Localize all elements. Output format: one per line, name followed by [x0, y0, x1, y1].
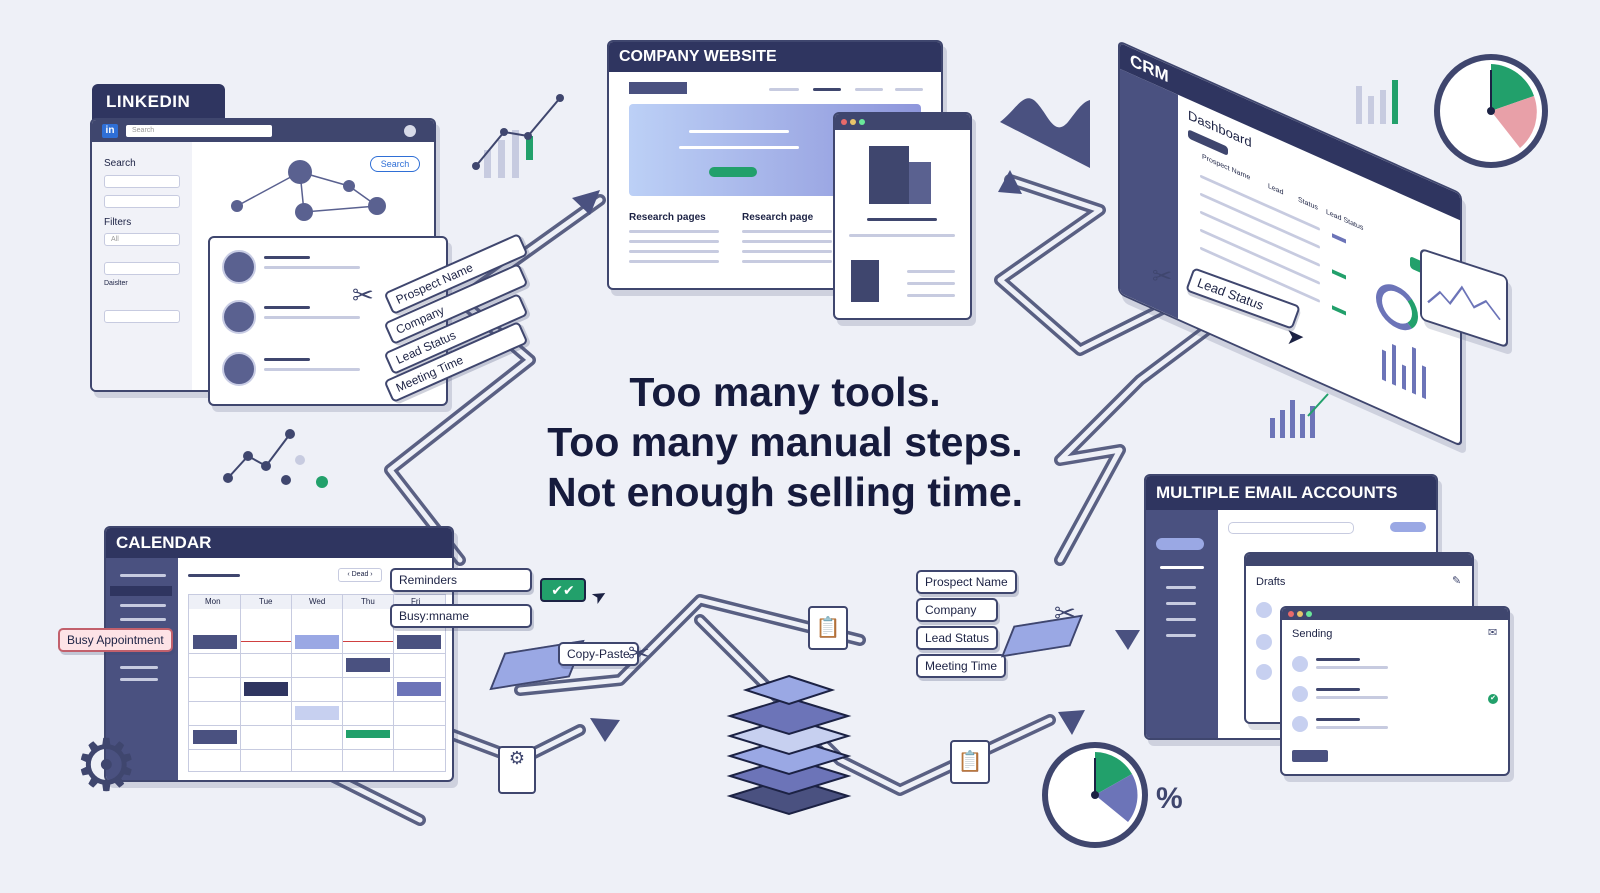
mail-icon: ✉: [1488, 627, 1498, 639]
company-website-window: COMPANY WEBSITE Research pages Research …: [607, 40, 943, 290]
sending-label: Sending: [1292, 628, 1333, 640]
email-search-input[interactable]: [1228, 522, 1354, 534]
scissors-icon: ✂: [628, 638, 650, 668]
day-header: Thu: [361, 597, 375, 606]
scissors-icon: ✂: [352, 280, 374, 310]
filters-label: Filters: [104, 217, 132, 228]
research-page-label: Research page: [742, 212, 814, 223]
building-icon: [851, 260, 879, 302]
field-tag-lead-status: Lead Status: [916, 626, 998, 650]
chart-icon: [472, 94, 564, 178]
day-header: Wed: [309, 597, 326, 606]
website-title: COMPANY WEBSITE: [609, 42, 941, 72]
sending-window: Sending ✉ ✔: [1280, 606, 1510, 776]
building-card: [833, 112, 972, 320]
checkmark-icon: ✔: [1488, 694, 1498, 704]
chart-icon: [1000, 98, 1090, 168]
col-lead-status: Lead Status: [1326, 208, 1364, 233]
clock-icon: [1434, 54, 1548, 168]
search-dropdown[interactable]: [104, 195, 180, 208]
edit-icon[interactable]: ✎: [1452, 575, 1462, 587]
filter-dropdown[interactable]: [104, 262, 180, 275]
linkedin-logo-icon: in: [102, 124, 118, 138]
clipboard-icon: 📋: [950, 740, 990, 784]
network-graph: [231, 160, 386, 221]
calendar-event[interactable]: [193, 635, 237, 649]
checkmark-icon: ✔✔: [540, 578, 586, 602]
search-label: Search: [104, 158, 136, 169]
percent-label: %: [1156, 782, 1183, 815]
research-pages-label: Research pages: [629, 212, 706, 223]
calendar-event[interactable]: [346, 658, 390, 672]
day-header: Fri: [411, 597, 421, 606]
chart-icon: [1356, 80, 1398, 124]
scissors-icon: ✂: [1054, 598, 1076, 628]
field-tag-company: Company: [916, 598, 998, 622]
compose-button[interactable]: [1156, 538, 1204, 550]
reminders-tag: Reminders: [390, 568, 532, 592]
avatar: [1256, 634, 1272, 650]
avatar: [1256, 664, 1272, 680]
calendar-window: CALENDAR ‹ Dead › Mon Tue Wed Thu Fri: [104, 526, 454, 782]
cta-button[interactable]: [709, 167, 757, 177]
busy-name-tag: Busy:mname: [390, 604, 532, 628]
building-icon: [909, 162, 931, 204]
calendar-view-select[interactable]: ‹ Dead ›: [338, 568, 382, 582]
avatar[interactable]: [404, 125, 416, 137]
col-status: Status: [1298, 196, 1318, 212]
chart-icon: [1427, 285, 1501, 321]
day-header: Mon: [205, 597, 221, 606]
scissors-icon: ✂: [1152, 263, 1173, 290]
calendar-event[interactable]: [397, 682, 441, 696]
checklist-icon: ⚙: [498, 746, 536, 794]
avatar: [1292, 686, 1308, 702]
filter-dropdown[interactable]: [104, 310, 180, 323]
search-button[interactable]: Search: [370, 156, 420, 172]
avatar: [222, 352, 256, 386]
calendar-title: CALENDAR: [106, 528, 452, 558]
linkedin-search-input[interactable]: Search: [126, 125, 272, 137]
busy-appointment-tag: Busy Appointment: [58, 628, 173, 652]
copy-paste-tag: Copy-Paste: [558, 642, 639, 666]
filter-checkbox[interactable]: Daislter: [104, 280, 128, 287]
calendar-event[interactable]: [295, 635, 339, 649]
clock-icon: [1042, 742, 1148, 848]
chart-card: [1420, 247, 1508, 349]
layers-icon: [726, 674, 852, 816]
headline-line-3: Not enough selling time.: [546, 469, 1024, 515]
headline-line-2: Too many manual steps.: [547, 419, 1023, 465]
calendar-event[interactable]: [397, 635, 441, 649]
cursor-icon: ➤: [1286, 324, 1305, 349]
calendar-event[interactable]: [295, 706, 339, 720]
field-tag-meeting-time: Meeting Time: [916, 654, 1006, 678]
avatar: [222, 250, 256, 284]
headline-line-1: Too many tools.: [629, 369, 941, 415]
avatar: [1256, 602, 1272, 618]
drafts-label: Drafts: [1256, 576, 1286, 588]
chart-icon: [223, 429, 328, 488]
chart-icon: [1270, 393, 1329, 438]
building-icon: [869, 146, 909, 204]
search-dropdown[interactable]: [104, 175, 180, 188]
day-header: Tue: [259, 597, 273, 606]
email-title: MULTIPLE EMAIL ACCOUNTS: [1146, 476, 1436, 510]
avatar: [222, 300, 256, 334]
calendar-event[interactable]: [244, 682, 288, 696]
send-button[interactable]: [1292, 750, 1328, 762]
gear-icon: ⚙: [74, 726, 139, 806]
col-prospect: Prospect Name: [1202, 153, 1251, 182]
avatar: [1292, 716, 1308, 732]
calendar-event[interactable]: [346, 730, 390, 738]
field-tag-prospect-name: Prospect Name: [916, 570, 1017, 594]
clipboard-icon: 📋: [808, 606, 848, 650]
avatar: [1292, 656, 1308, 672]
filter-dropdown[interactable]: All: [104, 233, 180, 246]
calendar-event[interactable]: [193, 730, 237, 744]
col-lead: Lead: [1268, 182, 1284, 197]
linkedin-title: LINKEDIN: [92, 84, 225, 120]
